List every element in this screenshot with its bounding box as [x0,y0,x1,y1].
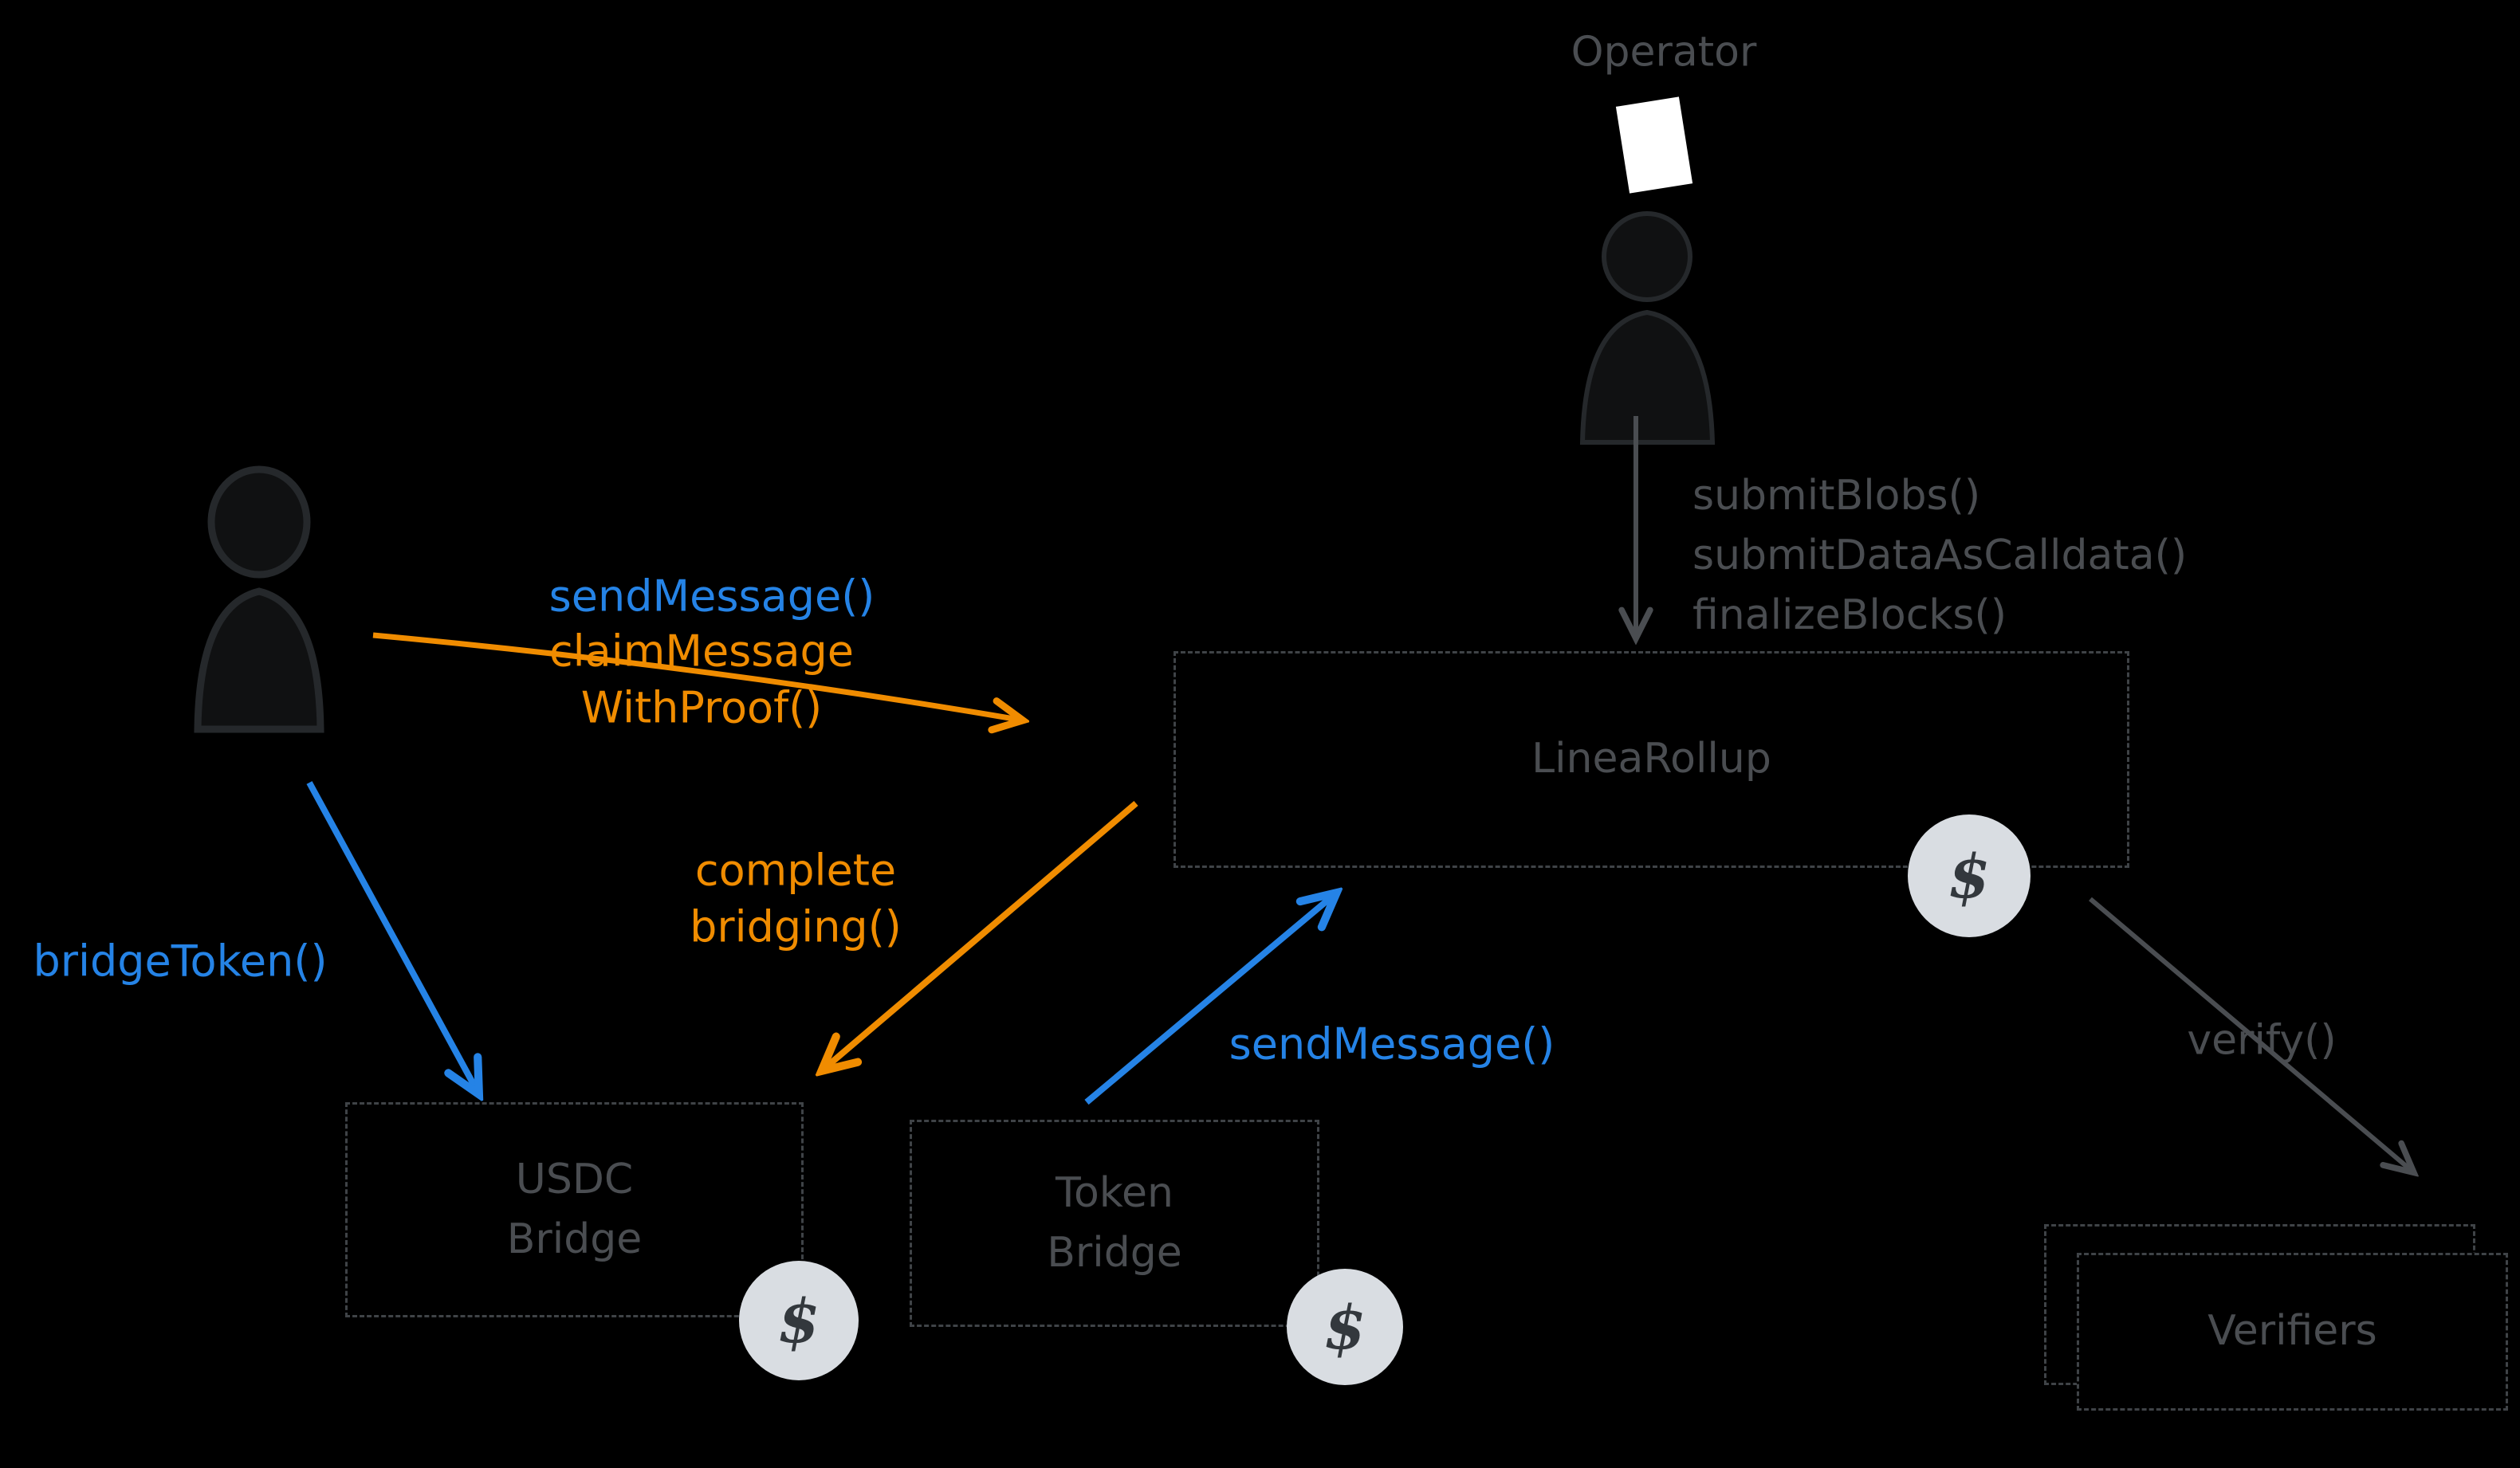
operator-label: Operator [1571,28,1757,77]
send-message-token-bridge-label: sendMessage() [1229,1019,1555,1070]
node-linea-rollup: LineaRollup [1174,651,2129,868]
arrow-complete-bridging [825,800,1138,1068]
verify-label: verify() [2187,1016,2337,1065]
claim-message-with-proof-label: claimMessage WithProof() [549,623,854,737]
complete-bridging-line1: complete [694,845,897,896]
dollar-coin-icon-linea-rollup: $ [1908,814,2031,937]
usdc-bridge-label-line2: Bridge [506,1215,643,1263]
operator-methods-label: submitBlobs() submitDataAsCalldata() fin… [1692,466,2187,646]
dollar-coin-icon-usdc-bridge: $ [739,1261,859,1380]
usdc-bridge-label-line1: USDC [515,1155,634,1203]
bridge-token-label: bridgeToken() [33,936,328,987]
arrow-verify [2089,897,2411,1170]
submit-data-as-calldata-label: submitDataAsCalldata() [1692,531,2188,579]
verifiers-label: Verifiers [2207,1307,2377,1356]
token-bridge-label-line2: Bridge [1047,1229,1182,1277]
node-usdc-bridge: USDC Bridge [345,1102,804,1317]
token-bridge-label-line1: Token [1056,1168,1174,1217]
finalize-blocks-label: finalizeBlocks() [1692,591,2007,639]
complete-bridging-label: complete bridging() [690,842,902,956]
claim-message-line2: WithProof() [580,683,823,733]
node-verifiers: Verifiers [2077,1253,2508,1411]
node-token-bridge: Token Bridge [910,1120,1319,1327]
paper-icon [1615,96,1693,194]
linea-rollup-label: LineaRollup [1531,735,1771,783]
arrow-bridge-token [306,781,477,1090]
complete-bridging-line2: bridging() [690,902,902,952]
arrow-send-message-token-bridge [1084,896,1333,1105]
user-icon [194,465,324,733]
claim-message-line1: claimMessage [548,626,855,677]
dollar-coin-icon-token-bridge: $ [1287,1269,1403,1385]
send-message-user-label: sendMessage() [548,571,875,622]
arrow-claim-message [372,632,1019,720]
operator-icon [1579,96,1716,445]
submit-blobs-label: submitBlobs() [1692,472,1981,520]
